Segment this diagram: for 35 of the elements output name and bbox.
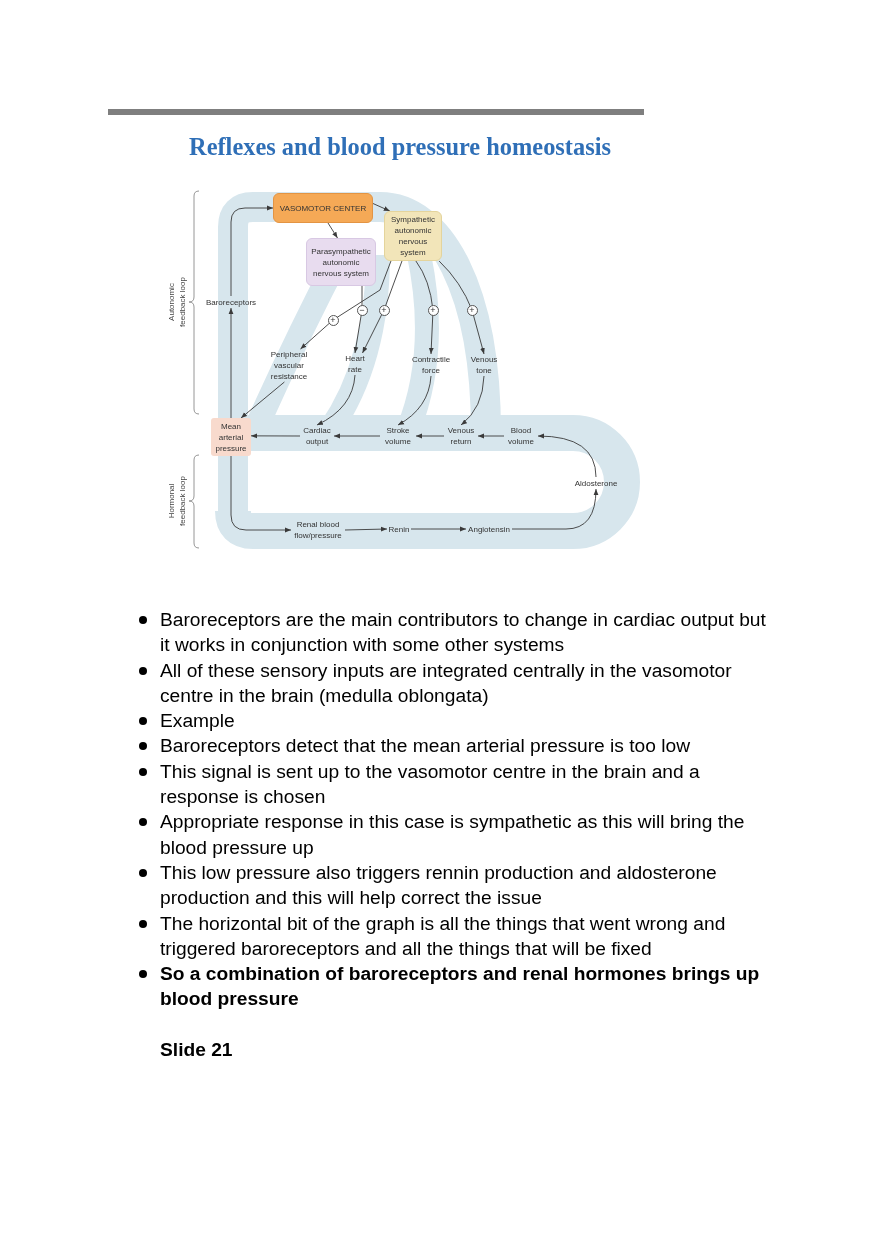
- bullet-text: All of these sensory inputs are integrated centrally in the vasomotor centre in the brain (medulla oblongata): [160, 658, 733, 708]
- bullet-text: So a combination of baroreceptors and renal hormones brings up blood pressure: [160, 962, 761, 1012]
- variable-label: Renin: [387, 523, 411, 535]
- variable-label: Peripheral vascular resistance: [266, 349, 312, 382]
- sign-label: +: [378, 304, 390, 316]
- bullet-text: Baroreceptors are the main contributors to change in cardiac output but it works in conjunction with some other systems: [160, 608, 767, 658]
- sign-label: +: [427, 304, 439, 316]
- variable-label: Cardiac output: [300, 425, 334, 447]
- process-box: Sympathetic autonomic nervous system: [384, 211, 442, 261]
- bullet-text: This signal is sent up to the vasomotor centre in the brain and a response is chosen: [160, 759, 701, 810]
- sign-label: −: [356, 304, 368, 316]
- variable-label: Venous tone: [467, 354, 501, 376]
- bullet-text: Baroreceptors detect that the mean arterial pressure is too low: [160, 734, 692, 759]
- bullet-text: Example: [160, 709, 236, 734]
- variable-label: Heart rate: [340, 353, 370, 375]
- bullet-text: Appropriate response in this case is sympathetic as this will bring the blood pressure up: [160, 810, 746, 860]
- variable-label: Contractile force: [410, 354, 452, 376]
- variable-label: Stroke volume: [380, 425, 416, 447]
- process-box: Parasympathetic autonomic nervous system: [306, 238, 376, 286]
- variable-label: Aldosterone: [573, 477, 619, 489]
- slide-reference: Slide 21: [160, 1038, 233, 1063]
- bullet-text: This low pressure also triggers rennin production and aldosterone production and this will help correct the issue: [160, 860, 718, 911]
- sign-label: +: [466, 304, 478, 316]
- variable-label: Venous return: [444, 425, 478, 447]
- title: Reflexes and blood pressure homeostasis: [188, 132, 612, 162]
- sign-label: +: [327, 314, 339, 326]
- process-box: VASOMOTOR CENTER: [273, 193, 373, 223]
- variable-label: Baroreceptors: [204, 296, 258, 308]
- bullet-text: The horizontal bit of the graph is all the things that went wrong and triggered baroreceptors and all the things that will be fixed: [160, 911, 727, 961]
- variable-label: Renal blood flow/pressure: [291, 519, 345, 541]
- loop-label: Autonomic feedback loop: [166, 276, 188, 329]
- process-box: Mean arterial pressure: [211, 418, 251, 456]
- loop-label: Hormonal feedback loop: [166, 475, 188, 528]
- variable-label: Angiotensin: [466, 523, 512, 535]
- variable-label: Blood volume: [504, 425, 538, 447]
